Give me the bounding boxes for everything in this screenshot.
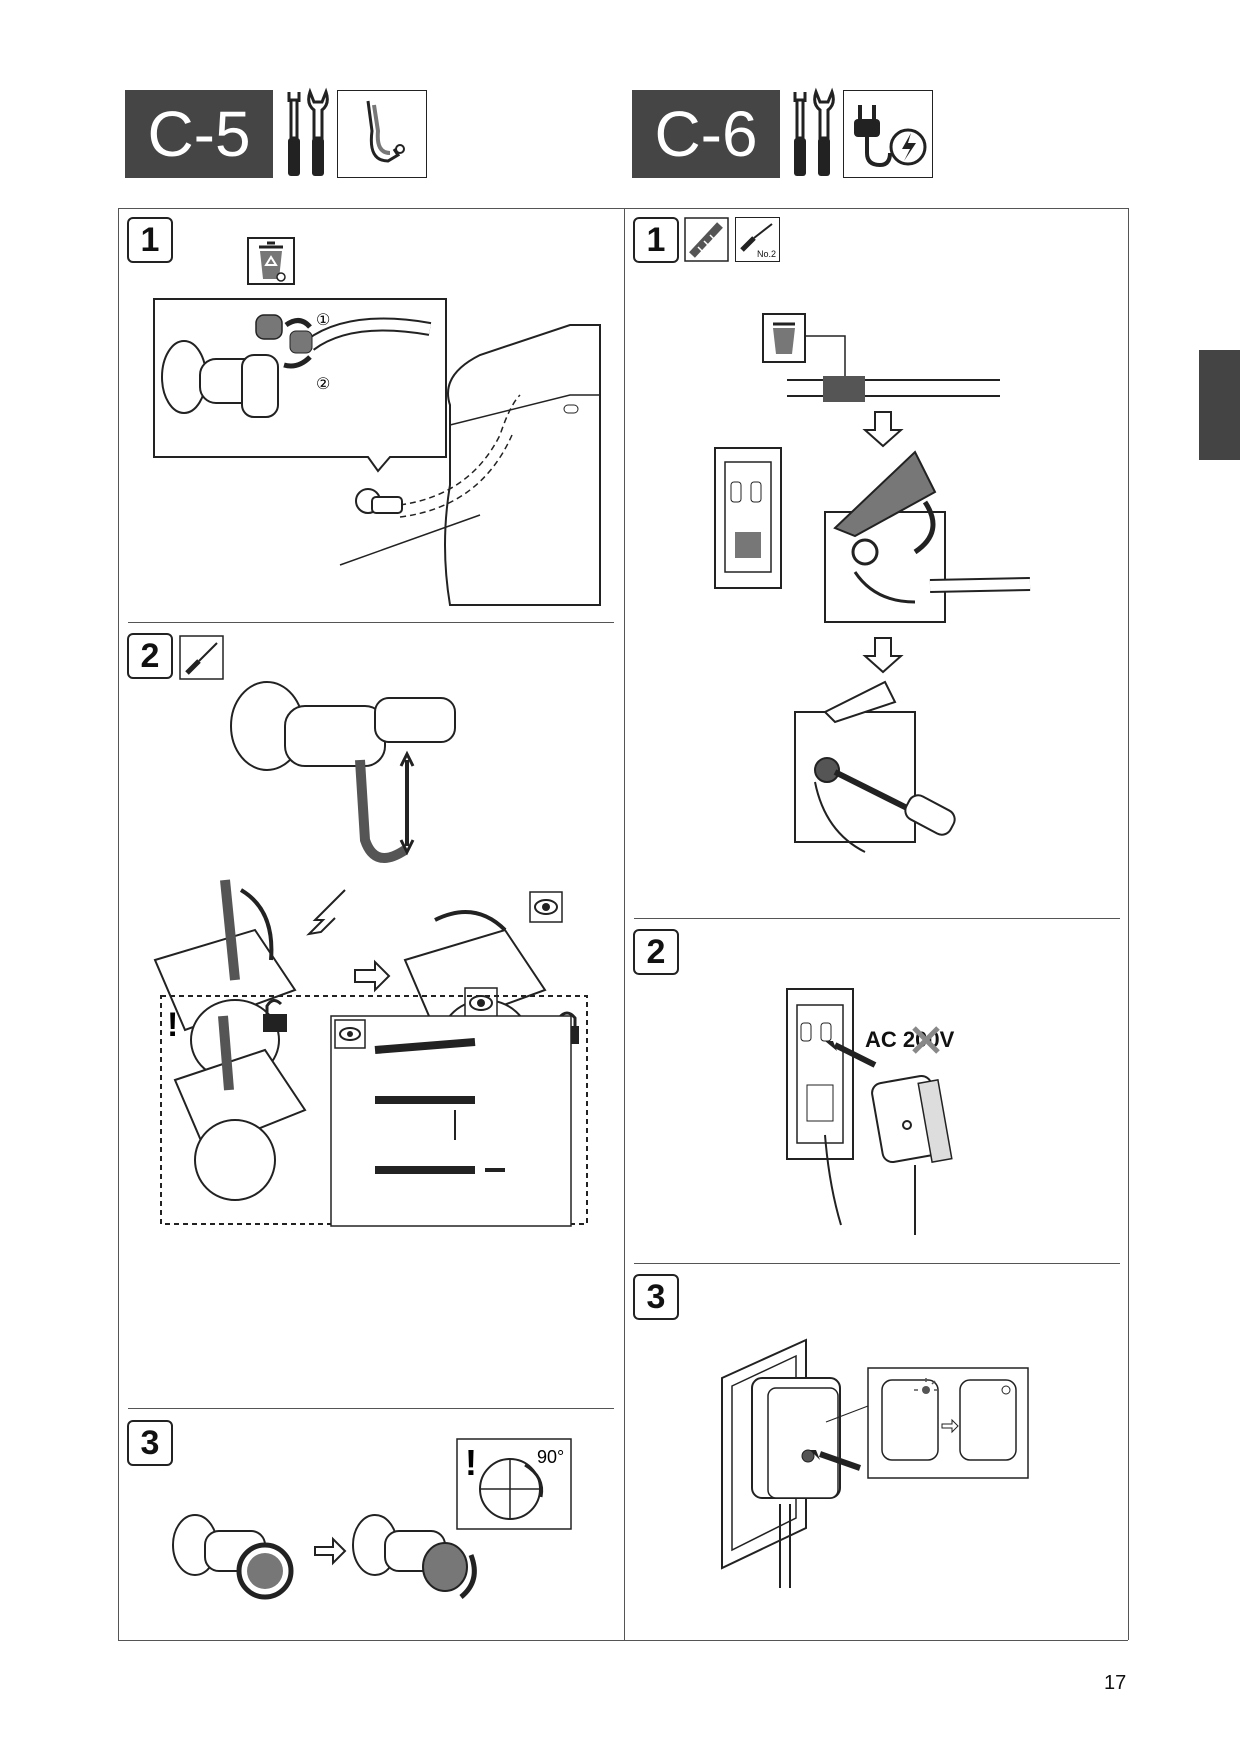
c6-step1-illustration (714, 313, 1031, 853)
c5-step1-illustration: ① ② (153, 298, 601, 606)
voltage-label: AC 200V (865, 1027, 955, 1052)
left-border (118, 208, 119, 1640)
right-border (1128, 208, 1129, 1640)
screwdriver-icon (179, 635, 224, 680)
cross-icon (912, 1026, 940, 1054)
header-divider (118, 208, 1128, 209)
c6-step-1-number: 1 (633, 217, 679, 263)
tool-size-label: No.2 (756, 249, 776, 259)
c5-step-3-number: 3 (127, 1420, 173, 1466)
angle-label: 90° (537, 1447, 564, 1467)
c6-step-2-number: 2 (633, 929, 679, 975)
section-label-c5: C-5 (125, 90, 273, 178)
warning-icon: ! (465, 1442, 477, 1483)
recycle-bin-icon (247, 237, 295, 285)
c6-step-3-number: 3 (633, 1274, 679, 1320)
cutter-icon (684, 217, 729, 262)
c5-step-2-number: 2 (127, 633, 173, 679)
footer-divider (118, 1640, 1128, 1641)
page-number: 17 (1104, 1672, 1127, 1694)
clip-icon (337, 90, 427, 178)
wrench-icon (793, 87, 835, 176)
callout-2: ② (316, 376, 330, 393)
c5-step-divider-2 (128, 1408, 614, 1409)
power-plug-icon (843, 90, 933, 178)
callout-1: ① (316, 312, 330, 329)
c5-step3-illustration: ! 90° (172, 1438, 572, 1600)
section-label-c6: C-6 (632, 90, 780, 178)
c6-step-divider-1 (634, 918, 1120, 919)
c6-step3-illustration (721, 1338, 1029, 1588)
c5-step-divider-1 (128, 622, 614, 623)
column-divider (624, 208, 625, 1640)
c5-step2-illustration: ! (153, 681, 588, 1227)
c5-step-1-number: 1 (127, 217, 173, 263)
screwdriver-icon: No.2 (735, 217, 780, 262)
wrench-icon (287, 87, 329, 176)
chapter-tab (1199, 350, 1240, 460)
warning-icon: ! (167, 1006, 178, 1044)
c6-step-divider-2 (634, 1263, 1120, 1264)
c6-step2-illustration (786, 988, 953, 1235)
